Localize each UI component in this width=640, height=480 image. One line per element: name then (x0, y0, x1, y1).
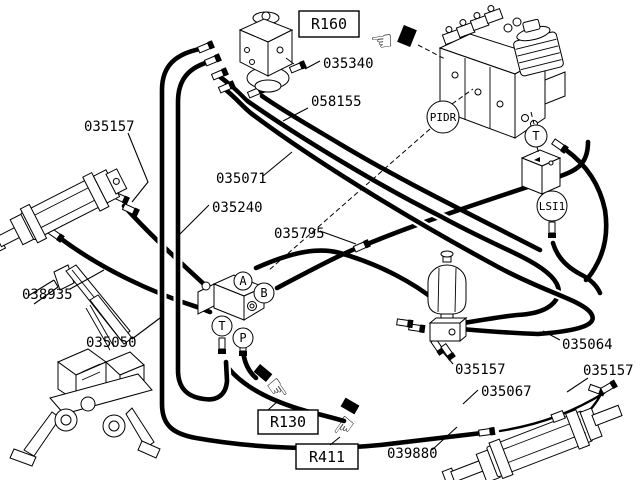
hose-fitting (203, 53, 222, 67)
fitting-039880 (478, 426, 496, 437)
part-label-035067: 035067 (481, 384, 532, 400)
t-port-circle (211, 315, 233, 337)
accumulator (427, 250, 468, 343)
leader-lines (69, 60, 589, 451)
hose-038935-a (121, 203, 217, 295)
hose-038935-b (57, 235, 213, 315)
p-port-circle (232, 327, 254, 349)
r130-label: R130 (270, 413, 306, 431)
coupler-band (397, 25, 417, 47)
hose-058155 (259, 93, 543, 253)
part-label-058155: 058155 (311, 94, 362, 110)
pidr-label: PIDR (430, 111, 457, 124)
hose-a-port (253, 248, 445, 310)
lsi-label: LSI1 (539, 200, 566, 213)
part-label-035157-right: 035157 (583, 363, 634, 379)
hose-035240 (175, 58, 230, 402)
coupler-band (340, 397, 360, 415)
valve-cap (483, 5, 504, 25)
r411-box (295, 443, 359, 470)
part-label-035071: 035071 (216, 171, 267, 187)
r130-box (257, 409, 319, 435)
steering-valve-unit (238, 11, 294, 93)
part-label-035340: 035340 (323, 56, 374, 72)
fitting-035340 (288, 60, 307, 74)
fitting-t-port (218, 337, 226, 354)
fitting-035795 (352, 239, 371, 253)
hose-lsi-drop (550, 240, 603, 296)
hose-valve-tee (563, 147, 609, 283)
hose-fitting (210, 67, 229, 81)
part-label-035795: 035795 (274, 226, 325, 242)
fitting-accumulator (396, 318, 414, 329)
pointing-hand-icon: ☜ (368, 26, 395, 59)
pointing-hand-icon: ☜ (325, 409, 363, 445)
a-port-circle (233, 271, 253, 291)
a-port-label: A (239, 274, 247, 288)
part-label-038935: 038935 (22, 287, 73, 303)
port-circles: PIDR T LSI1 A B T P (211, 100, 568, 349)
valve-cap (441, 26, 462, 46)
part-label-039880: 039880 (387, 446, 438, 462)
part-label-035157-left: 035157 (84, 119, 135, 135)
t-valve-label: T (532, 129, 539, 143)
hose-fitting (551, 138, 569, 154)
valve-fin-block (513, 18, 564, 77)
reference-boxes: R160 R130 R411 (257, 10, 360, 470)
lsi-circle (536, 190, 568, 222)
part-label-035064: 035064 (562, 337, 613, 353)
p-port-label: P (239, 331, 246, 345)
hose-035795 (274, 139, 591, 291)
t-valve-circle (524, 124, 548, 148)
t-port-label: T (218, 319, 225, 333)
part-label-035050: 035050 (86, 335, 137, 351)
hose-039880 (159, 45, 485, 451)
r411-label: R411 (309, 448, 345, 466)
lsi-valve-block (520, 149, 562, 195)
part-number-labels: 035157 038935 035050 035071 035240 05815… (22, 56, 634, 462)
hose-fitting (217, 80, 236, 94)
right-steering-cylinder (441, 404, 623, 480)
left-steering-cylinder (0, 168, 128, 253)
r160-label: R160 (311, 15, 347, 33)
hose-035064-outer (223, 87, 595, 337)
valve-cap (469, 12, 490, 32)
hose-035064-inner (216, 73, 562, 331)
b-port-circle (253, 282, 275, 304)
part-label-035157-center: 035157 (455, 362, 506, 378)
fitting-lsi (548, 221, 556, 238)
fitting-right-cyl (599, 379, 618, 395)
hose-fitting (196, 40, 215, 54)
part-label-035240: 035240 (212, 200, 263, 216)
vehicle-illustration (9, 264, 161, 467)
r160-box (298, 10, 360, 38)
pidr-circle (426, 100, 460, 134)
fitting-left-cyl (121, 203, 140, 218)
coupler-band (253, 364, 273, 382)
b-port-label: B (260, 286, 267, 300)
dashed-reference-lines (267, 44, 540, 272)
